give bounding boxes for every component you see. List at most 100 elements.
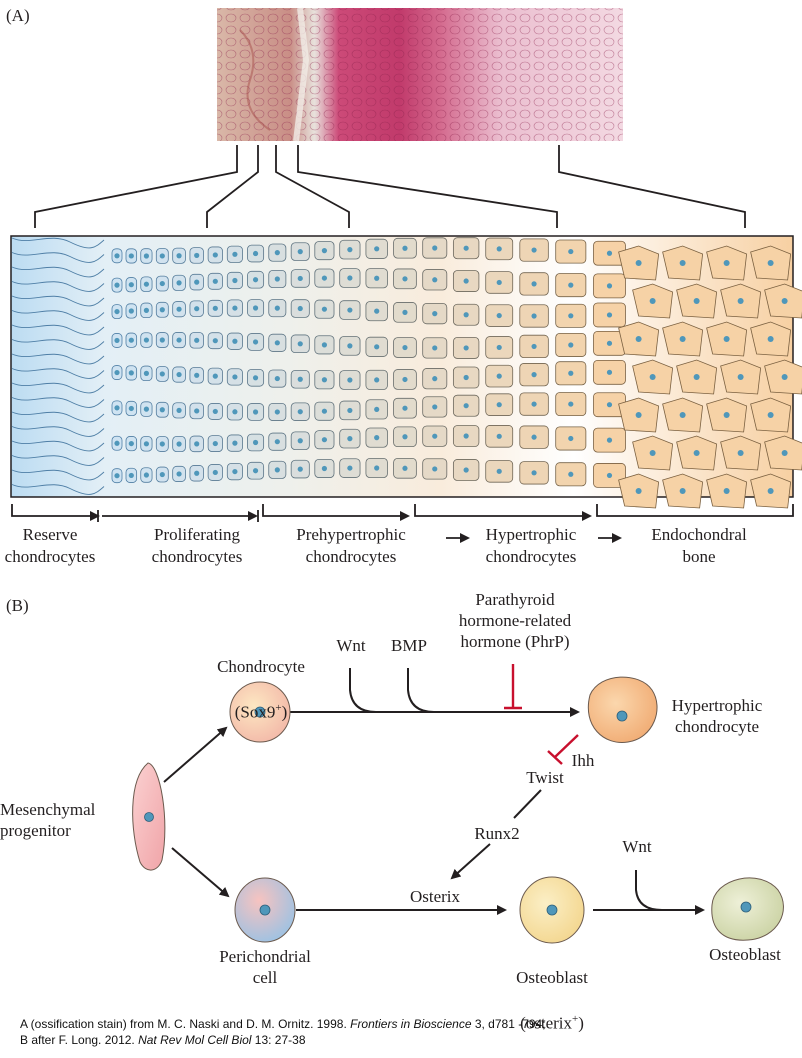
bone-cell-nucleus — [737, 374, 744, 380]
chondrocyte-nucleus — [212, 278, 218, 284]
reserve-fiber — [11, 455, 105, 466]
chondrocyte-nucleus — [347, 465, 353, 471]
chondrocyte-nucleus — [297, 305, 303, 312]
chondrocyte-nucleus — [274, 467, 280, 473]
reserve-fiber — [11, 310, 105, 321]
chondrocyte-nucleus — [128, 370, 134, 376]
credit-line2-a: B after F. Long. 2012. — [20, 1033, 139, 1047]
sox9-sup: + — [275, 702, 282, 714]
chondrocyte-nucleus — [128, 405, 134, 412]
chondrocyte-nucleus — [114, 253, 120, 259]
chondrocyte-nucleus — [143, 406, 150, 412]
chondrocyte-nucleus — [321, 342, 328, 348]
chondrocyte-nucleus — [402, 376, 408, 383]
chondrocyte-nucleus — [176, 471, 182, 477]
chondrocyte-nucleus — [176, 306, 182, 312]
chondrocyte-nucleus — [194, 306, 200, 312]
sox9-close: ) — [281, 702, 288, 722]
chondrocyte-nucleus — [274, 305, 280, 311]
chondrocyte-nucleus — [321, 408, 328, 414]
chondrocyte-nucleus — [252, 468, 259, 474]
credit-line2-b: 13: 27-38 — [251, 1033, 306, 1047]
chondrocyte-nucleus — [159, 280, 165, 287]
chondrocyte-nucleus — [321, 465, 328, 472]
chondrocyte-nucleus — [568, 401, 574, 407]
bone-cell-nucleus — [635, 336, 642, 342]
chondrocyte-nucleus — [159, 441, 165, 447]
chondrocyte-nucleus — [432, 404, 438, 410]
chondrocyte-nucleus — [297, 376, 303, 382]
stage-brackets — [11, 504, 794, 522]
chondrocyte-nucleus — [194, 408, 200, 414]
chondrocyte-nucleus — [463, 467, 469, 473]
inhibition-lines — [504, 664, 579, 765]
chondrocyte-nucleus — [212, 338, 218, 344]
chondrocyte-nucleus — [432, 376, 438, 382]
chondrocyte-nucleus — [432, 245, 438, 251]
chondrocyte-name: Chondrocyte — [217, 657, 305, 676]
bone-cell-nucleus — [723, 336, 730, 342]
chondrocyte-nucleus — [531, 470, 537, 476]
hypertrophic-label: Hypertrophic chondrocyte — [671, 696, 763, 736]
chondrocyte-nucleus — [212, 440, 218, 447]
chondrocyte-nucleus — [606, 472, 613, 479]
chondrocyte-nucleus — [176, 253, 182, 259]
chondrocyte-nucleus — [496, 433, 502, 439]
chondrocyte-nucleus — [176, 407, 182, 413]
chondrocyte-nucleus — [432, 466, 438, 472]
bone-cell-nucleus — [767, 488, 774, 494]
chondrocyte-nucleus — [531, 372, 537, 378]
chondrocyte-nucleus — [568, 471, 574, 477]
chondrocyte-nucleus — [212, 469, 218, 476]
chondrocyte-nucleus — [128, 337, 134, 343]
chondrocyte-nucleus — [232, 468, 238, 475]
chondrocyte-nucleus — [128, 308, 134, 314]
chondrocyte-nucleus — [252, 250, 259, 257]
chondrocyte-nucleus — [347, 343, 353, 349]
bone-cell-nucleus — [649, 298, 656, 304]
chondrocyte-nucleus — [232, 374, 238, 380]
chondrocyte-nucleus — [496, 312, 502, 319]
osterix-sup: + — [572, 1013, 579, 1025]
bone-cell-nucleus — [693, 298, 700, 304]
bone-cell-nucleus — [767, 336, 774, 342]
mes-to-peri-arrow — [171, 847, 230, 898]
chondrocyte-nucleus — [232, 277, 238, 284]
chondrocyte-nucleus — [128, 440, 134, 447]
chondrocyte-nucleus — [297, 341, 303, 347]
chondrocyte-nucleus — [194, 441, 200, 447]
ihh-label: Ihh — [571, 751, 595, 770]
bone-cell-nucleus — [767, 260, 774, 266]
phrp-label: Parathyroid hormone-related hormone (Phr… — [458, 590, 572, 651]
panel-a-label: (A) — [6, 6, 30, 25]
chondrocyte-nucleus — [274, 439, 280, 445]
reserve-fiber — [11, 382, 105, 394]
credit-line1-a: A (ossification stain) from M. C. Naski … — [20, 1017, 351, 1031]
chondrocyte-nucleus — [252, 375, 259, 381]
histology-stain-image — [217, 7, 623, 142]
chondrocyte-nucleus — [297, 249, 303, 255]
growth-plate-schematic — [10, 235, 802, 509]
bone-cell-nucleus — [781, 374, 788, 380]
reserve-fiber — [11, 353, 105, 365]
chondrocyte-nucleus — [402, 276, 408, 282]
chondrocyte-nucleus — [531, 281, 537, 287]
chondrocyte-nucleus — [252, 277, 259, 283]
wnt-bottom-label: Wnt — [622, 837, 652, 856]
chondrocyte-nucleus — [159, 371, 165, 377]
chondrocyte-nucleus — [128, 253, 134, 259]
mature-osteoblast-cell — [711, 877, 784, 941]
chondrocyte-nucleus — [159, 253, 165, 259]
reserve-fiber — [11, 237, 105, 249]
chondrocyte-nucleus — [402, 465, 408, 471]
chondrocyte-nucleus — [496, 279, 502, 286]
chondrocyte-nucleus — [463, 312, 469, 318]
chondrocyte-nucleus — [297, 438, 303, 444]
runx2-label: Runx2 — [474, 824, 520, 843]
chondrocyte-nucleus — [496, 344, 502, 351]
osteoblast-osterix-cell — [519, 876, 585, 944]
chondrocyte-nucleus — [143, 253, 150, 259]
chondrocyte-nucleus — [568, 342, 574, 348]
chondrocyte-nucleus — [402, 434, 408, 440]
